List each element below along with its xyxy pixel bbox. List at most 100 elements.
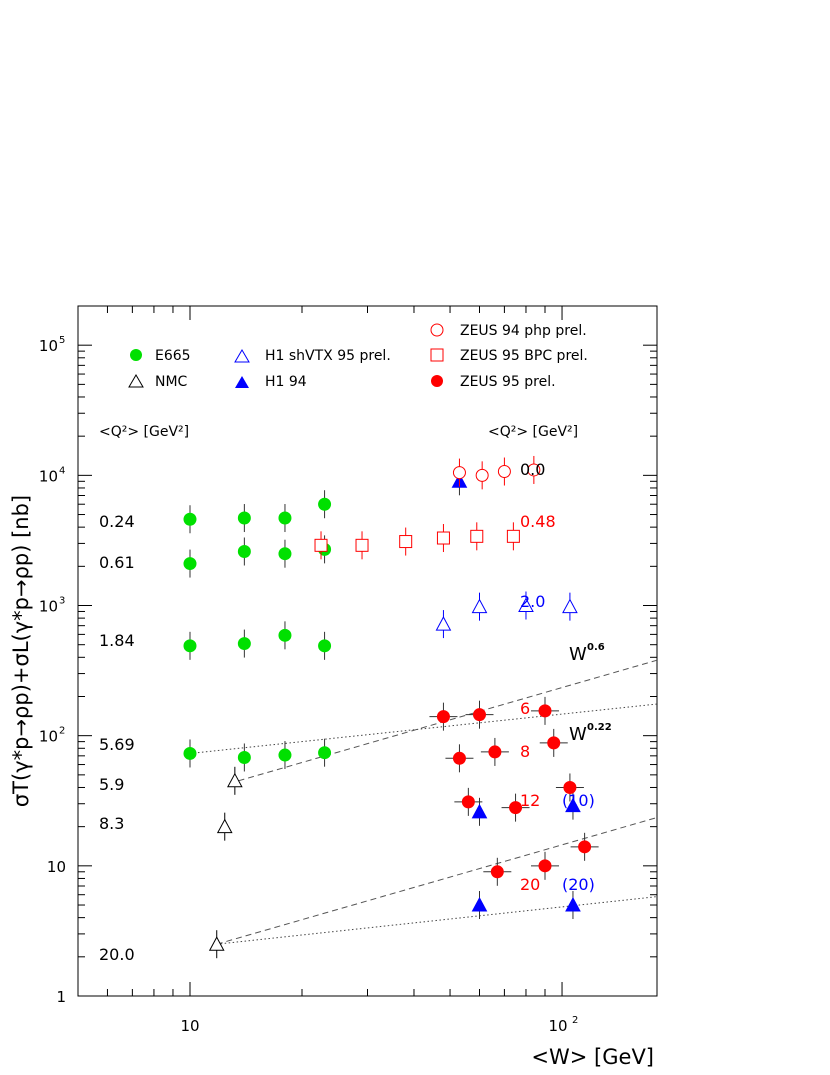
x-tick-exponent: 2 (572, 1015, 578, 1026)
data-point-zeus-95-prel (531, 696, 560, 725)
data-point-e665 (237, 629, 251, 658)
data-point-nmc (208, 930, 225, 959)
marker-square (399, 535, 413, 549)
marker-circle (547, 736, 561, 750)
q2-right-label: 0.0 (520, 460, 545, 479)
data-point-e665 (318, 490, 332, 519)
data-point-zeus-95-prel (480, 737, 509, 766)
data-point-zeus-95-prel (531, 851, 560, 880)
q2-left-label: 0.61 (99, 553, 135, 572)
marker-circle (527, 463, 541, 477)
marker-circle (578, 840, 592, 854)
q2-right-label: 20 (520, 875, 540, 894)
q2-right-label: (10) (562, 791, 595, 810)
marker-triangle (565, 896, 581, 912)
y-axis-title: σT(γ*p→ρp)+σL(γ*p→ρp) [nb] (9, 495, 33, 807)
data-point-zeus-95-bpc-prel (470, 522, 484, 551)
q2-right-label: 12 (520, 791, 540, 810)
data-point-zeus-94-php-prel (527, 455, 541, 484)
marker-circle (488, 745, 502, 759)
data-point-zeus-95-bpc-prel (399, 527, 413, 556)
data-point-h1-94 (565, 791, 581, 820)
q2-header-right: <Q²> [GeV²] (488, 424, 578, 440)
q2-right-labels: 0.0 0.48 2.0 6 8 12 (10) 20 (20) (520, 460, 595, 894)
data-point-h1-94 (471, 891, 488, 920)
data-point-h1-shvtx-95-prel (562, 592, 578, 621)
data-point-zeus-94-php-prel (452, 458, 466, 487)
x-tick-label: 10 (180, 1017, 199, 1035)
marker-circle (461, 795, 475, 809)
marker-triangle (208, 936, 225, 951)
y-tick-label: 10 (47, 858, 66, 876)
data-point-e665 (183, 505, 197, 534)
y-tick-label: 10 (39, 728, 58, 746)
marker-circle (237, 511, 251, 525)
q2-right-label: 6 (520, 699, 530, 718)
marker-triangle (227, 772, 243, 788)
legend-marker-zeus94 (430, 323, 444, 337)
marker-circle (318, 639, 332, 653)
marker-circle (237, 637, 251, 651)
data-point-e665 (237, 537, 251, 566)
marker-square (470, 529, 484, 543)
marker-triangle (471, 598, 488, 614)
data-point-zeus-94-php-prel (497, 457, 511, 486)
legend-marker-e665 (130, 349, 142, 361)
marker-square (436, 531, 450, 545)
q2-left-label: 5.9 (99, 775, 124, 794)
marker-triangle (562, 598, 578, 614)
data-markers (183, 455, 599, 959)
marker-circle (183, 557, 197, 571)
q2-right-label: 8 (520, 742, 530, 761)
fit-lines (189, 659, 658, 945)
marker-circle (183, 746, 197, 760)
data-point-e665 (237, 743, 251, 772)
data-point-h1-shvtx-95-prel (471, 592, 488, 621)
power-law-label-0.22: W 0.22 (569, 722, 612, 745)
data-point-zeus-95-prel (570, 832, 599, 861)
marker-triangle (471, 896, 488, 912)
marker-square (355, 538, 369, 552)
marker-circle (475, 468, 489, 482)
y-tick-label: 10 (39, 337, 58, 355)
y-tick-exponent: 4 (59, 465, 65, 476)
q2-left-label: 5.69 (99, 735, 135, 754)
data-point-e665 (278, 504, 292, 533)
q2-left-label: 8.3 (99, 814, 124, 833)
marker-circle (490, 865, 504, 879)
q2-right-label: 2.0 (520, 592, 545, 611)
q2-right-label: (20) (562, 875, 595, 894)
data-point-zeus-95-bpc-prel (436, 524, 450, 553)
data-point-e665 (278, 621, 292, 650)
fit-line-dashed (238, 659, 658, 782)
legend-marker-nmc (128, 374, 144, 388)
marker-circle (183, 512, 197, 526)
data-point-zeus-95-prel (539, 728, 568, 757)
marker-circle (278, 748, 292, 762)
legend-marker-zeus95 (431, 375, 443, 387)
y-tick-label: 10 (39, 467, 58, 485)
y-tick-label: 10 (39, 598, 58, 616)
legend-label-zeus95: ZEUS 95 prel. (460, 374, 556, 390)
legend-label-zeus94: ZEUS 94 php prel. (460, 323, 587, 339)
marker-circle (538, 704, 552, 718)
marker-circle (278, 628, 292, 642)
data-point-h1-shvtx-95-prel (435, 610, 452, 639)
marker-circle (436, 710, 450, 724)
q2-left-label: 20.0 (99, 945, 135, 964)
marker-triangle (216, 818, 233, 834)
marker-circle (278, 547, 292, 561)
power-law-base: W (569, 644, 587, 665)
x-axis-title: <W> [GeV] (531, 1045, 654, 1069)
legend-label-h1-shvtx: H1 shVTX 95 prel. (265, 348, 391, 364)
q2-left-labels: 0.24 0.61 1.84 5.69 5.9 8.3 20.0 (99, 512, 135, 964)
y-tick-label: 1 (56, 988, 66, 1006)
data-point-e665 (278, 539, 292, 568)
data-point-zeus-95-prel (501, 793, 530, 822)
data-point-zeus-94-php-prel (475, 461, 489, 490)
marker-circle (318, 497, 332, 511)
legend-label-nmc: NMC (155, 374, 188, 390)
marker-circle (563, 780, 577, 794)
